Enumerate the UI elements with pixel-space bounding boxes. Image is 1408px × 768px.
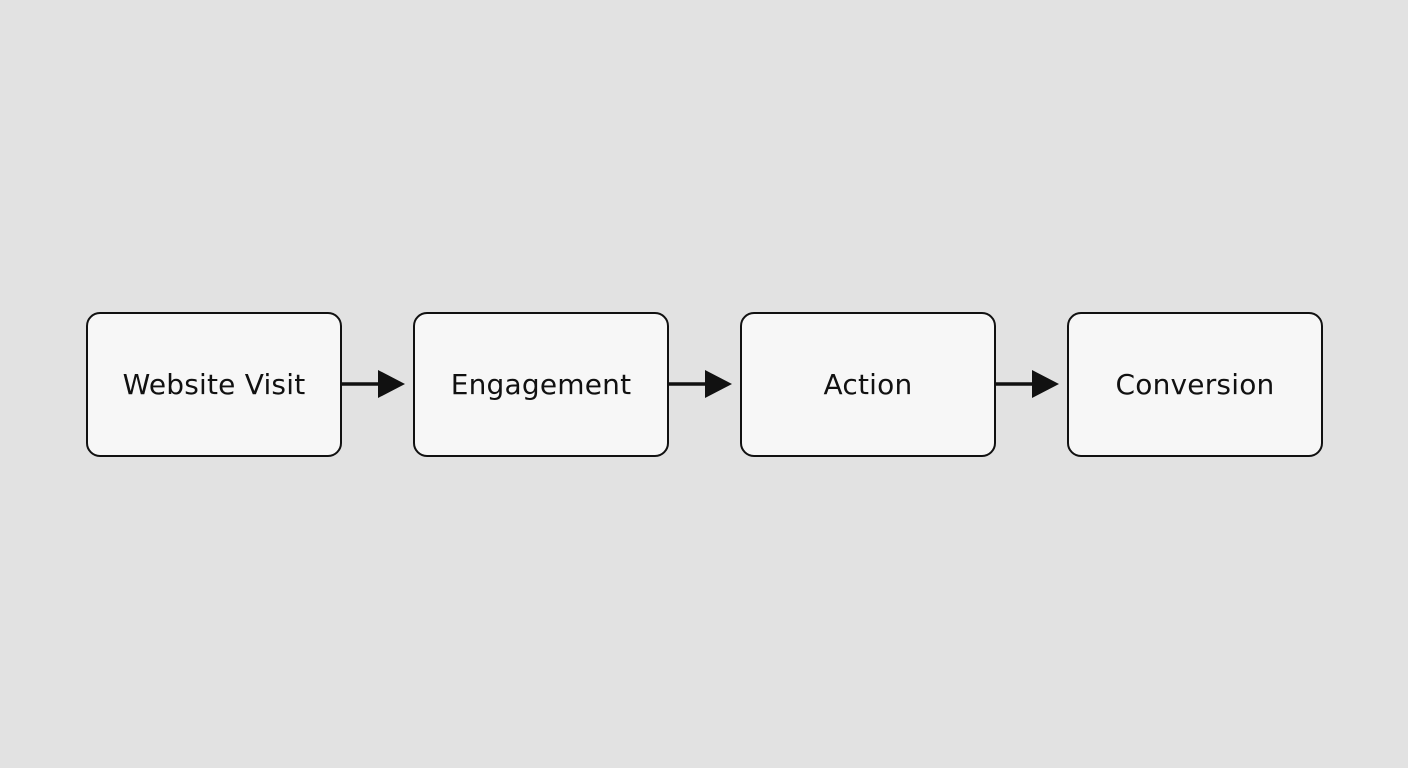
arrow-action-to-conversion	[996, 370, 1059, 398]
step-conversion: Conversion	[1067, 312, 1323, 457]
step-website-visit: Website Visit	[86, 312, 342, 457]
step-label: Engagement	[450, 368, 632, 401]
step-label: Website Visit	[122, 368, 306, 401]
step-label: Action	[823, 368, 913, 401]
arrow-engagement-to-action	[669, 370, 732, 398]
step-action: Action	[740, 312, 996, 457]
step-label: Conversion	[1115, 368, 1275, 401]
arrow-visit-to-engagement	[342, 370, 405, 398]
step-engagement: Engagement	[413, 312, 669, 457]
